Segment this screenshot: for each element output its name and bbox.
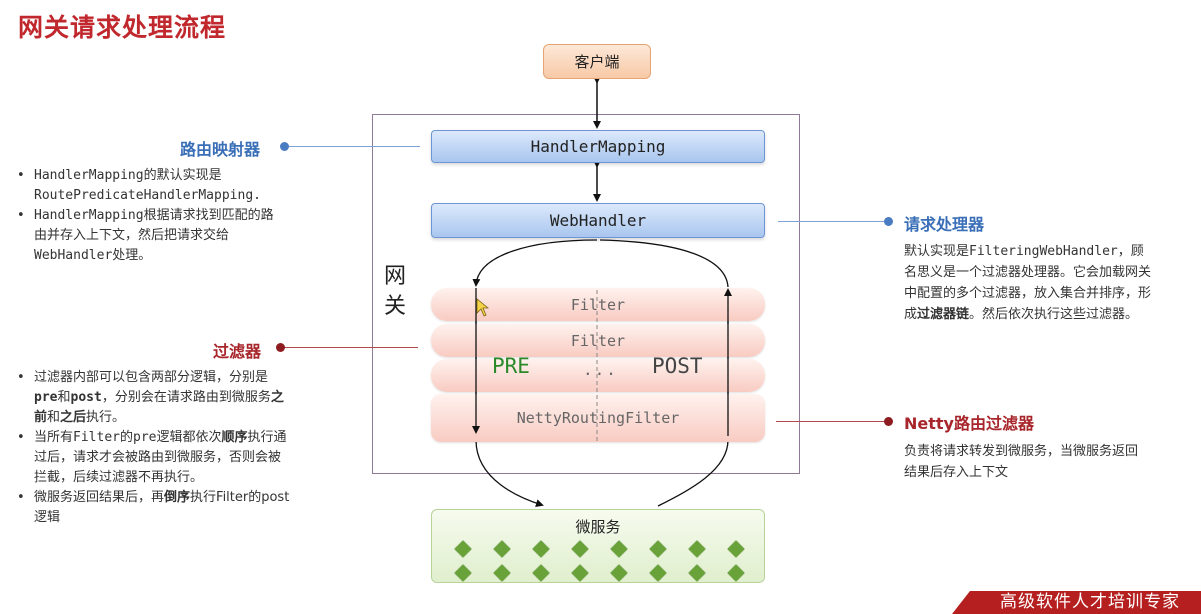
route-mapper-notes: HandlerMapping的默认实现是RoutePredicateHandle… — [16, 166, 286, 266]
netty-filter-leader — [776, 421, 884, 422]
service-instance-icon — [493, 540, 511, 558]
pre-label: PRE — [492, 354, 530, 378]
netty-filter-description: 负责将请求转发到微服务，当微服务返回结果后存入上下文 — [904, 444, 1139, 480]
route-mapper-title: 路由映射器 — [180, 140, 261, 159]
microservice-instances — [454, 540, 766, 582]
filter-box-2: Filter — [431, 324, 765, 357]
netty-routing-filter-box: NettyRoutingFilter — [431, 394, 765, 442]
service-instance-icon — [610, 540, 628, 558]
filter-box-3 — [431, 359, 765, 392]
filter-notes: 过滤器内部可以包含两部分逻辑，分别是pre和post，分别会在请求路由到微服务之… — [16, 368, 291, 528]
request-handler-dot — [884, 217, 893, 226]
client-box: 客户端 — [543, 44, 651, 79]
request-handler-leader — [778, 221, 884, 222]
service-instance-icon — [454, 540, 472, 558]
netty-filter-title: Netty路由过滤器 — [904, 414, 1034, 433]
service-instance-icon — [727, 564, 745, 582]
microservice-label: 微服务 — [575, 518, 621, 536]
service-instance-icon — [649, 540, 667, 558]
route-mapper-leader — [288, 146, 420, 147]
service-instance-icon — [571, 564, 589, 582]
brand-banner: 高级软件人才培训专家 — [952, 591, 1201, 614]
service-instance-icon — [493, 564, 511, 582]
netty-filter-dot — [884, 417, 893, 426]
service-instance-icon — [649, 564, 667, 582]
list-item: HandlerMapping根据请求找到匹配的路由并存入上下文，然后把请求交给W… — [16, 206, 286, 266]
service-instance-icon — [454, 564, 472, 582]
list-item: 过滤器内部可以包含两部分逻辑，分别是pre和post，分别会在请求路由到微服务之… — [16, 368, 291, 428]
service-instance-icon — [532, 540, 550, 558]
service-instance-icon — [610, 564, 628, 582]
filter-leader — [284, 347, 418, 348]
route-mapper-dot — [280, 142, 289, 151]
service-instance-icon — [688, 540, 706, 558]
gateway-label: 网关 — [383, 264, 406, 319]
handler-mapping-box: HandlerMapping — [431, 130, 765, 163]
service-instance-icon — [727, 540, 745, 558]
microservice-box: 微服务 — [431, 509, 765, 583]
filter-title: 过滤器 — [213, 342, 262, 361]
service-instance-icon — [688, 564, 706, 582]
list-item: 微服务返回结果后，再倒序执行Filter的post逻辑 — [16, 488, 291, 528]
list-item: 当所有Filter的pre逻辑都依次顺序执行通过后，请求才会被路由到微服务，否则… — [16, 428, 291, 488]
list-item: HandlerMapping的默认实现是RoutePredicateHandle… — [16, 166, 286, 206]
filter-box-1: Filter — [431, 288, 765, 321]
filter-ellipsis: ... — [583, 360, 618, 379]
post-label: POST — [652, 354, 703, 378]
page-title: 网关请求处理流程 — [18, 13, 227, 42]
web-handler-box: WebHandler — [431, 203, 765, 238]
request-handler-description: 默认实现是FilteringWebHandler，顾名思义是一个过滤器处理器。它… — [904, 244, 1152, 322]
filter-dot — [276, 343, 285, 352]
service-instance-icon — [571, 540, 589, 558]
service-instance-icon — [532, 564, 550, 582]
request-handler-title: 请求处理器 — [904, 215, 985, 234]
